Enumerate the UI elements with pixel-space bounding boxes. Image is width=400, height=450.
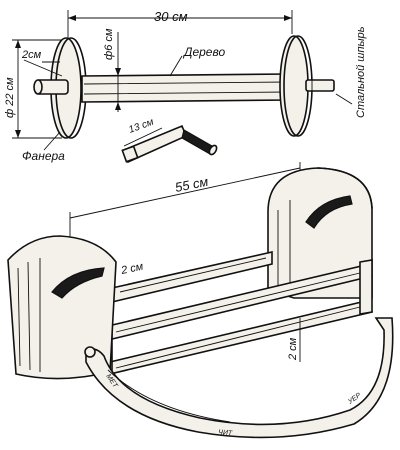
crank-dimension-line xyxy=(123,127,163,147)
disc-arrow-top xyxy=(15,40,21,48)
crank-grip xyxy=(181,129,213,155)
box-length-label: 55 см xyxy=(174,174,210,195)
rail-grain xyxy=(115,257,365,369)
box-length-line xyxy=(69,167,301,219)
rail-width-label: 2 см xyxy=(119,260,145,277)
reel-assembly xyxy=(12,10,353,164)
plywood-leader xyxy=(43,131,61,151)
arrow-left xyxy=(68,15,76,21)
shaft-diameter-label: ф6 см xyxy=(103,28,115,60)
left-board-grain-2 xyxy=(27,261,31,371)
steel-pin xyxy=(305,79,335,92)
right-end-top xyxy=(317,167,373,209)
plywood-label: Фанера xyxy=(22,149,65,163)
flange-thickness-label: 2см xyxy=(21,49,42,61)
strap-stitch xyxy=(107,369,231,423)
strap-text-3: ЧИТ xyxy=(218,429,233,438)
wooden-shaft xyxy=(81,73,291,103)
disc-diameter-label: ф 22 см xyxy=(4,77,16,118)
steel-pin-leader xyxy=(335,93,353,105)
crank-grip-end xyxy=(208,144,218,156)
strap-buckle xyxy=(84,346,96,358)
left-hub-end xyxy=(33,79,43,95)
shaft-arrow-top xyxy=(115,68,121,76)
crank-square-hole xyxy=(121,145,139,163)
right-post xyxy=(359,259,373,315)
flange-leader xyxy=(23,59,63,77)
shaft-arrow-bottom xyxy=(115,102,121,110)
steel-pin-label: Стальной шпырь xyxy=(355,26,367,118)
left-board-grain xyxy=(17,267,21,367)
wood-leader xyxy=(169,55,183,77)
disc-arrow-bottom xyxy=(15,130,21,138)
left-slot xyxy=(51,267,105,299)
stand-assembly xyxy=(7,162,394,439)
length-top-label: 30 см xyxy=(154,9,188,24)
right-slot xyxy=(305,195,353,229)
crank-handle xyxy=(121,124,218,164)
arrow-right xyxy=(284,15,292,21)
rail-height-label: 2 см xyxy=(287,337,299,361)
wood-label: Дерево xyxy=(182,45,225,59)
carrying-strap xyxy=(85,317,394,439)
